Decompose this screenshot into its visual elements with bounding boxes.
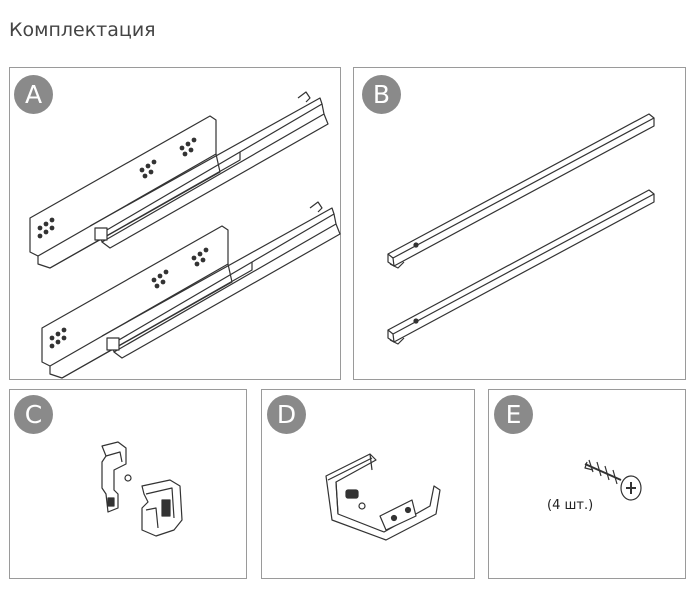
panel-a-badge: A — [14, 75, 53, 114]
screw-icon — [584, 459, 642, 501]
bracket-illustration — [325, 453, 441, 541]
panel-e-badge: E — [494, 395, 533, 434]
quantity-note: (4 шт.) — [547, 498, 594, 513]
rod-upper — [387, 113, 655, 269]
clips-illustration — [101, 441, 183, 537]
panel-c-badge: C — [14, 395, 53, 434]
panel-d: D — [261, 389, 475, 579]
clip-right — [141, 479, 183, 537]
panel-d-badge: D — [267, 395, 306, 434]
rod-lower — [387, 189, 655, 345]
clip-left — [101, 441, 132, 513]
sync-rods-illustration — [387, 113, 655, 345]
page-title: Комплектация — [9, 19, 156, 41]
runner-upper — [29, 91, 329, 269]
panel-b-badge: B — [362, 75, 401, 114]
panel-c: C — [9, 389, 247, 579]
runner-pair-illustration — [29, 91, 341, 379]
panel-b: B — [353, 67, 686, 380]
panel-a: A — [9, 67, 341, 380]
panel-e: E (4 шт.) — [488, 389, 686, 579]
runner-lower — [41, 201, 341, 379]
